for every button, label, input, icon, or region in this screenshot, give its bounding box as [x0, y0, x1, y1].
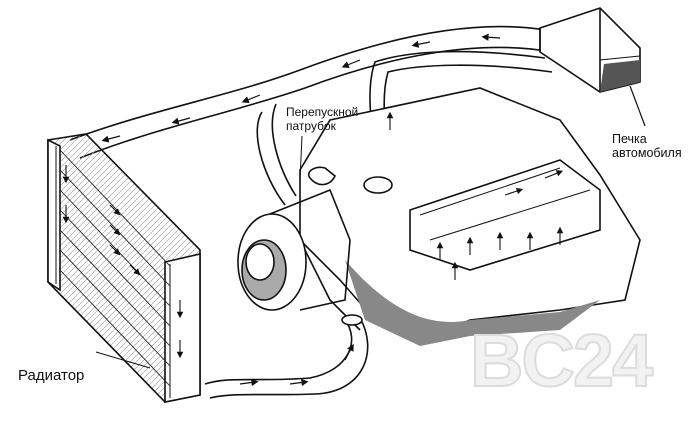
- upper-hose-flow-arrows: [101, 33, 501, 143]
- heater-core: [539, 7, 646, 127]
- lower-hose: [204, 314, 369, 399]
- bypass-label-line-2: патрубок: [286, 118, 336, 133]
- water-pump: [237, 188, 351, 311]
- radiator-tubes: [59, 149, 171, 387]
- svg-text:BC24: BC24: [470, 322, 653, 396]
- label-leader-lines: [95, 135, 303, 369]
- bc24-watermark-logo: BC24: [470, 322, 656, 396]
- heater-label-line-1: Печка: [612, 132, 647, 146]
- heater-label: Печка автомобиля: [612, 132, 682, 161]
- lower-hose-flow-arrows: [239, 343, 354, 387]
- thermostat-necks: [307, 166, 393, 194]
- bypass-label-line-1: Перепускной: [286, 105, 359, 119]
- upper-hose: [69, 25, 553, 159]
- radiator-label: Радиатор: [18, 367, 85, 384]
- radiator: [47, 133, 201, 403]
- bypass-hose-label: Перепускной патрубок: [286, 105, 359, 134]
- heater-label-line-2: автомобиля: [612, 146, 682, 161]
- engine-flow-arrows: [386, 111, 564, 280]
- radiator-flow-arrows: [62, 165, 184, 359]
- engine-block: [299, 87, 641, 346]
